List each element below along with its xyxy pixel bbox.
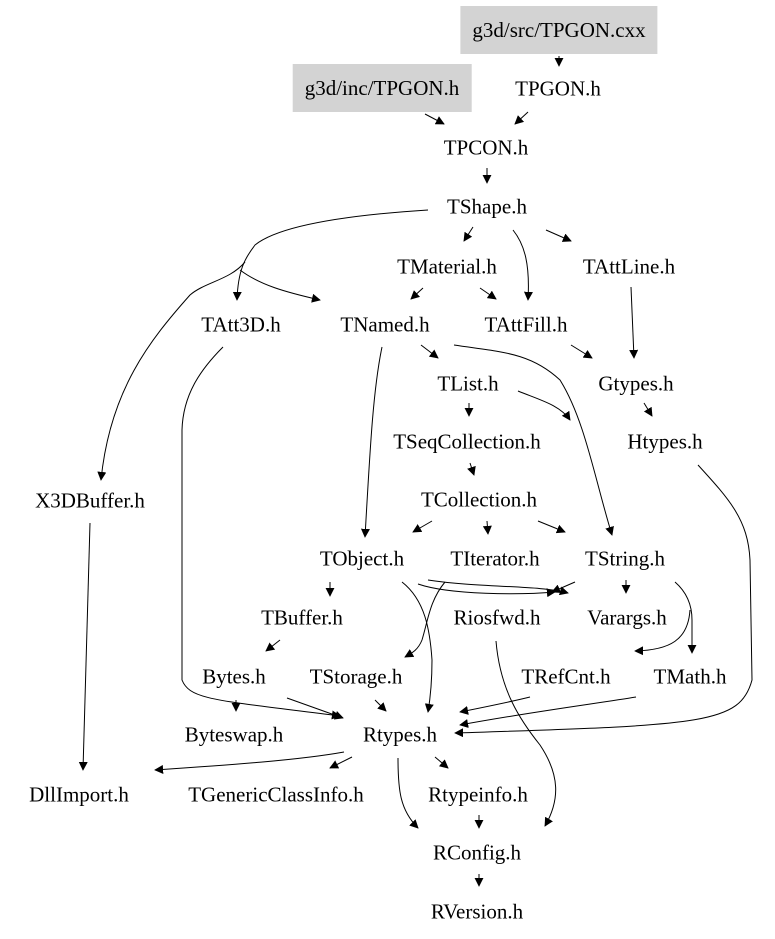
node-dllimport[interactable]: DllImport.h [29, 782, 129, 807]
node-trefcnt[interactable]: TRefCnt.h [521, 664, 611, 689]
edge-tnamed-to-tobject [360, 346, 383, 538]
node-rtypes[interactable]: Rtypes.h [362, 722, 438, 747]
node-tpcon[interactable]: TPCON.h [443, 135, 529, 160]
edge-tshape-to-tnamed [239, 269, 321, 303]
edge-tseqcollection-to-tcollection [467, 462, 476, 476]
node-tmath[interactable]: TMath.h [653, 664, 727, 689]
edge-tmaterial-to-tattfill [479, 287, 497, 300]
edge-tstring-to-trefcnt [634, 609, 691, 656]
edge-tshape-to-x3dbuffer [97, 261, 246, 481]
node-varargs[interactable]: Varargs.h [587, 605, 667, 630]
edge-tpgon-h-to-tpcon [514, 111, 529, 125]
node-tnamed[interactable]: TNamed.h [340, 312, 430, 337]
node-byteswap[interactable]: Byteswap.h [184, 722, 284, 747]
edge-tnamed-to-tstring [453, 344, 614, 536]
node-rconfig[interactable]: RConfig.h [432, 840, 522, 865]
node-tpgon-h[interactable]: TPGON.h [515, 76, 601, 101]
edge-trefcnt-to-rtypes [459, 696, 531, 715]
edge-x3dbuffer-to-dllimport [78, 522, 91, 771]
node-tpgon-inc[interactable]: g3d/inc/TPGON.h [292, 64, 472, 112]
edge-tcollection-to-tstring [537, 520, 566, 534]
edge-tshape-to-tattline [545, 229, 572, 242]
edge-rtypes-to-rtypeinfo [434, 756, 449, 769]
edge-bytes-to-rtypes [286, 697, 344, 720]
edge-tpgon-inc-to-tpcon [424, 113, 445, 125]
node-htypes[interactable]: Htypes.h [627, 429, 703, 454]
node-riosfwd[interactable]: Riosfwd.h [453, 605, 541, 630]
edge-tlist-to-tstring [517, 390, 571, 421]
edge-rtypes-to-dllimport [154, 751, 345, 774]
edge-tattline-to-gtypes [629, 286, 639, 359]
edge-tatt3d-to-rtypes [181, 346, 341, 720]
node-tatt3d[interactable]: TAtt3D.h [201, 312, 281, 337]
edge-tnamed-to-tlist [420, 344, 439, 359]
edge-tcollection-to-titerator [482, 520, 492, 535]
node-tstorage[interactable]: TStorage.h [309, 664, 403, 689]
node-tseqcollection[interactable]: TSeqCollection.h [393, 429, 541, 454]
node-rtypeinfo[interactable]: Rtypeinfo.h [428, 782, 528, 807]
edge-tcollection-to-tobject [412, 520, 433, 533]
edge-tobject-to-tstorage [404, 581, 446, 658]
node-tstring[interactable]: TString.h [585, 546, 665, 571]
edge-tobject-to-varargs [417, 583, 556, 598]
edge-tmath-to-rtypes [459, 696, 637, 728]
edge-tshape-to-tmaterial [463, 226, 474, 242]
edge-rtypes-to-rconfig [397, 757, 419, 829]
node-tlist[interactable]: TList.h [437, 371, 499, 396]
edge-tobject-to-rtypes [401, 581, 434, 713]
edge-riosfwd-to-rconfig [495, 640, 557, 827]
edge-tstring-to-tmath [674, 581, 697, 654]
node-tattline[interactable]: TAttLine.h [582, 254, 676, 279]
node-x3dbuffer[interactable]: X3DBuffer.h [35, 488, 145, 513]
node-tshape[interactable]: TShape.h [447, 194, 527, 219]
node-titerator[interactable]: TIterator.h [450, 546, 540, 571]
edge-tattfill-to-gtypes [570, 344, 593, 359]
edge-rtypes-to-tgenericclassinfo [329, 756, 353, 769]
edge-tbuffer-to-bytes [265, 639, 281, 652]
edge-gtypes-to-htypes [643, 402, 653, 417]
node-tmaterial[interactable]: TMaterial.h [397, 254, 497, 279]
edge-tobject-to-riosfwd [427, 579, 569, 596]
node-tcollection[interactable]: TCollection.h [420, 487, 538, 512]
edge-tshape-to-tattfill [512, 229, 533, 301]
node-tattfill[interactable]: TAttFill.h [484, 312, 568, 337]
edge-tstorage-to-rtypes [374, 699, 387, 712]
node-tobject[interactable]: TObject.h [319, 546, 405, 571]
edge-htypes-to-rtypes [454, 464, 753, 738]
node-tgenericclassinfo[interactable]: TGenericClassInfo.h [188, 782, 364, 807]
node-tpgon-cxx[interactable]: g3d/src/TPGON.cxx [460, 6, 658, 54]
edge-tmaterial-to-tnamed [410, 287, 424, 300]
node-bytes[interactable]: Bytes.h [202, 664, 266, 689]
edge-tstring-to-riosfwd [551, 581, 576, 593]
node-tbuffer[interactable]: TBuffer.h [261, 605, 343, 630]
node-gtypes[interactable]: Gtypes.h [598, 371, 674, 396]
node-rversion[interactable]: RVersion.h [430, 899, 524, 924]
